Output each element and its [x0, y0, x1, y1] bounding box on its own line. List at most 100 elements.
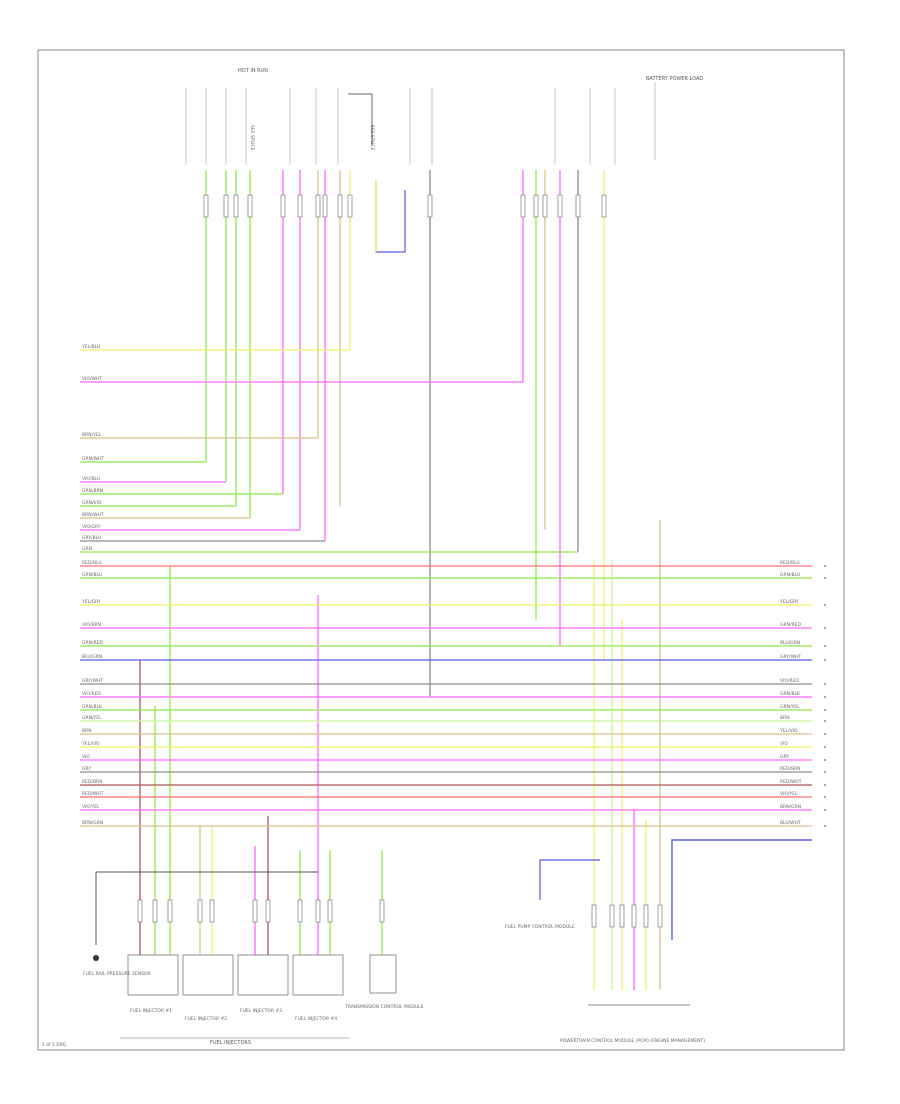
- top-connector-pin: [297, 194, 303, 218]
- injector-pin: [297, 899, 303, 923]
- wire-color-label: BRN/WHT: [82, 512, 104, 518]
- wire-color-label: GRN/YEL: [82, 715, 102, 721]
- right-wire-label: RED/BRN: [780, 766, 801, 772]
- injector-4-label: FUEL INJECTOR #4: [295, 1016, 337, 1022]
- injector-pin: [265, 899, 271, 923]
- right-pin-dot: [824, 733, 826, 735]
- right-pin-dot: [824, 577, 826, 579]
- injector-pin: [252, 899, 258, 923]
- injector-2-label: FUEL INJECTOR #2: [185, 1016, 227, 1022]
- injector-3-label: FUEL INJECTOR #3: [240, 1008, 282, 1014]
- wire-color-label: VIO/YEL: [82, 804, 100, 810]
- pcm-pin: [643, 904, 649, 928]
- top-connector-pin: [347, 194, 353, 218]
- injector-3-box: [237, 954, 289, 996]
- wire-color-label: GRN/VIO: [82, 500, 102, 506]
- wire-color-label: BRN: [82, 728, 92, 734]
- injector-1-box: [127, 954, 179, 996]
- injector-2-box: [182, 954, 234, 996]
- tcm-label: TRANSMISSION CONTROL MODULE: [344, 1004, 424, 1010]
- wire-color-label: GRN/BRN: [82, 488, 103, 494]
- top-connector-pin: [322, 194, 328, 218]
- wire-color-label: GRN: [82, 546, 92, 552]
- injector-pin: [209, 899, 215, 923]
- right-wire-label: GRN/BLK: [780, 691, 801, 697]
- right-wire-label: YEL/GRY: [779, 599, 799, 605]
- wire-color-label: YEL/VIO: [81, 741, 100, 747]
- top-connector-pin: [557, 194, 563, 218]
- top-connector-pin: [223, 194, 229, 218]
- top-connector-pin: [533, 194, 539, 218]
- ground-symbol: [93, 955, 99, 961]
- right-wire-label: VIO/YEL: [780, 791, 798, 797]
- top-connector-ticks: [185, 88, 616, 165]
- wire-color-label: GRN/RED: [82, 640, 103, 646]
- wire-color-label: VIO/GRY: [82, 524, 101, 530]
- wire-color-label: VIO/BLU: [82, 476, 100, 482]
- right-pin-dot: [824, 696, 826, 698]
- pcm-blue-link: [539, 859, 600, 900]
- right-wire-label: BLU/WHT: [780, 820, 801, 826]
- right-wire-label: BRN: [780, 715, 790, 721]
- right-wire-label: BLU/GRN: [780, 640, 800, 646]
- injector-pin: [152, 899, 158, 923]
- wire-color-label: VIO: [82, 754, 90, 760]
- right-pin-dot: [824, 746, 826, 748]
- pcm-pin: [619, 904, 625, 928]
- right-wire-label: GRN/YEL: [780, 704, 800, 710]
- top-connector-pin: [315, 194, 321, 218]
- right-wire-label: VIO: [780, 741, 788, 747]
- bottom-caption: FUEL INJECTORS: [210, 1040, 251, 1046]
- battery-note: BATTERY POWER LOAD: [646, 76, 703, 82]
- wire-color-label: BRN/GRN: [82, 820, 103, 826]
- right-wire-labels: RED/BLUGRN/BLUYEL/GRYGRN/REDBLU/GRNGRY/W…: [779, 560, 826, 827]
- right-wire-label: BRN/GRN: [780, 804, 801, 810]
- splice-note-a: SEE SPLICE: [249, 125, 255, 151]
- right-pin-dot: [824, 604, 826, 606]
- top-connector-pin: [337, 194, 343, 218]
- right-wire-label: GRN/BLU: [780, 572, 800, 578]
- top-connector-pin: [280, 194, 286, 218]
- right-pin-dot: [824, 759, 826, 761]
- diagram-frame: [37, 49, 845, 1051]
- right-wire-label: RED/BLU: [780, 560, 800, 566]
- pcm-pin: [631, 904, 637, 928]
- wire-color-label: VIO/WHT: [82, 376, 102, 382]
- pcm-pin: [609, 904, 615, 928]
- left-wire-labels: YEL/BLUVIO/WHTBRN/YELGRN/WHTVIO/BLUGRN/B…: [81, 344, 104, 826]
- top-connector-pin: [427, 194, 433, 218]
- top-connector-pin: [575, 194, 581, 218]
- right-pin-dot: [824, 659, 826, 661]
- tcm-box: [369, 954, 397, 994]
- wire-color-label: VIO/BRN: [82, 622, 101, 628]
- right-wire-label: GRN/RED: [780, 622, 801, 628]
- injector-pin: [315, 899, 321, 923]
- wire-color-label: GRY: [82, 766, 91, 772]
- right-pin-dot: [824, 784, 826, 786]
- blue-output-wire: [671, 839, 812, 940]
- right-pin-dot: [824, 627, 826, 629]
- wire-color-label: YEL/BLU: [81, 344, 100, 350]
- wire-color-label: RED/WHT: [82, 791, 104, 797]
- pcm-pin: [657, 904, 663, 928]
- wire-color-label: GRN/WHT: [82, 456, 104, 462]
- top-connector-pin: [247, 194, 253, 218]
- pcm-caption: POWERTRAIN CONTROL MODULE (PCM) (ENGINE …: [560, 1038, 705, 1044]
- wire-color-label: GRN/BLK: [82, 704, 103, 710]
- injector-pin: [167, 899, 173, 923]
- wire-color-label: RED/BRN: [82, 779, 103, 785]
- right-pin-dot: [824, 709, 826, 711]
- right-wire-label: GRY: [780, 754, 789, 760]
- wire-color-label: VIO/RED: [82, 691, 101, 697]
- right-pin-dot: [824, 645, 826, 647]
- top-connector-pin: [542, 194, 548, 218]
- hot-in-run-label: HOT IN RUN: [238, 68, 268, 74]
- right-pin-dot: [824, 771, 826, 773]
- top-connector-pin: [233, 194, 239, 218]
- fuel-pump-module-label: FUEL PUMP CONTROL MODULE: [505, 924, 575, 930]
- wire-color-label: GRY/WHT: [82, 678, 103, 684]
- top-connector-pin: [601, 194, 607, 218]
- right-pin-dot: [824, 809, 826, 811]
